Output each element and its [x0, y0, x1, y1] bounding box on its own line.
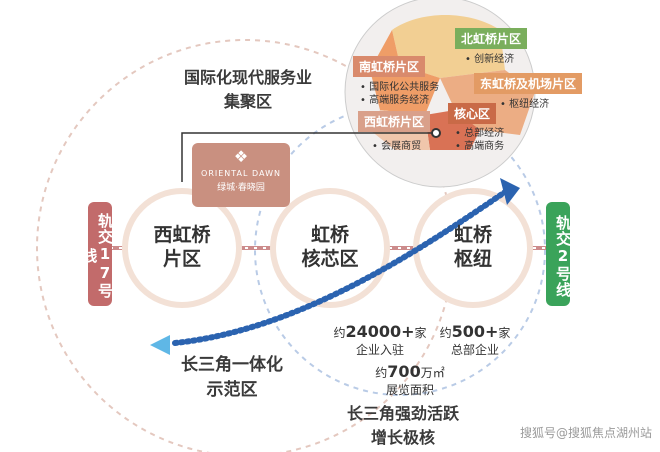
circle-hub-label: 虹桥 枢纽 [423, 224, 523, 272]
stat-enterprises-caption: 企业入驻 [355, 343, 404, 357]
map-label-east: 东虹桥及机场片区 [474, 73, 583, 94]
map-label-west: 西虹桥片区 [358, 111, 431, 132]
blue-arrow-path [172, 189, 508, 346]
watermark: 搜狐号@搜狐焦点湖州站 [519, 426, 652, 440]
map-label-north: 北虹桥片区 [455, 28, 528, 49]
circle-hub [413, 188, 533, 308]
map-note-core-2: • 高端商务 [455, 141, 505, 152]
stat-headquarters-value: 500+ [451, 322, 499, 341]
stat-enterprises-unit: 家 [414, 326, 427, 340]
stat-exhibition-unit: 万㎡ [420, 366, 445, 380]
brand-logo-icon: ❖ [233, 147, 249, 166]
circle-west-label-line1: 西虹桥 [153, 224, 211, 246]
blue-arrow-head-right [500, 178, 520, 205]
stat-headquarters-caption: 总部企业 [450, 343, 499, 357]
map-note-south-1: • 国际化公共服务 [360, 82, 440, 93]
map-pointer-dot [431, 128, 441, 138]
map-label-core: 核心区 [448, 103, 497, 124]
circle-west [122, 188, 242, 308]
circle-core [270, 188, 390, 308]
map-pointer-line [181, 132, 432, 182]
growth-pole-title-line2: 增长极核 [370, 428, 435, 447]
stat-enterprises: 约24000+家 企业入驻 [330, 322, 430, 358]
map-note-west-1: • 会展商贸 [372, 141, 422, 152]
service-cluster-title: 国际化现代服务业 集聚区 [168, 64, 328, 112]
map-note-core-1: • 总部经济 [455, 128, 505, 139]
map-label-south: 南虹桥片区 [353, 56, 426, 77]
brand-name-en: ORIENTAL DAWN [201, 169, 281, 178]
circle-core-label-line1: 虹桥 [310, 224, 349, 246]
metro-line-17-badge: 轨交17号线 [80, 202, 114, 306]
integration-zone-title-line1: 长三角一体化 [181, 355, 283, 375]
growth-pole-title-line1: 长三角强劲活跃 [346, 404, 459, 423]
circle-west-label-line2: 片区 [162, 247, 201, 270]
brand-name-cn: 绿城·春晓园 [217, 183, 265, 193]
stat-enterprises-value: 24000+ [345, 322, 415, 341]
stat-exhibition-caption: 展览面积 [385, 383, 434, 397]
integration-zone-title-line2: 示范区 [206, 380, 258, 400]
service-cluster-title-line1: 国际化现代服务业 [183, 68, 312, 87]
circle-west-label: 西虹桥 片区 [132, 224, 232, 272]
map-note-south-2: • 高端服务经济 [360, 95, 430, 106]
growth-pole-title: 长三角强劲活跃 增长极核 [328, 400, 478, 448]
stat-exhibition-value: 700 [387, 362, 421, 381]
circle-hub-label-line2: 枢纽 [453, 247, 492, 270]
stat-headquarters-unit: 家 [498, 326, 511, 340]
blue-arrow-head-left [150, 335, 170, 355]
stat-enterprises-prefix: 约 [333, 326, 346, 340]
circle-core-label-line2: 核芯区 [301, 247, 359, 270]
metro-line-2-badge: 轨交2号线 [546, 202, 572, 306]
stat-exhibition: 约700万㎡ 展览面积 [355, 362, 465, 398]
brand-card: ❖ ORIENTAL DAWN 绿城·春晓园 [192, 143, 290, 207]
map-note-east-1: • 枢纽经济 [500, 99, 550, 110]
stat-headquarters-prefix: 约 [439, 326, 452, 340]
stat-exhibition-prefix: 约 [375, 366, 388, 380]
circle-hub-label-line1: 虹桥 [453, 224, 492, 246]
map-note-north-1: • 创新经济 [465, 54, 515, 65]
service-cluster-title-line2: 集聚区 [223, 92, 272, 111]
integration-zone-title: 长三角一体化 示范区 [162, 350, 302, 400]
circle-core-label: 虹桥 核芯区 [280, 224, 380, 272]
stat-headquarters: 约500+家 总部企业 [425, 322, 525, 358]
